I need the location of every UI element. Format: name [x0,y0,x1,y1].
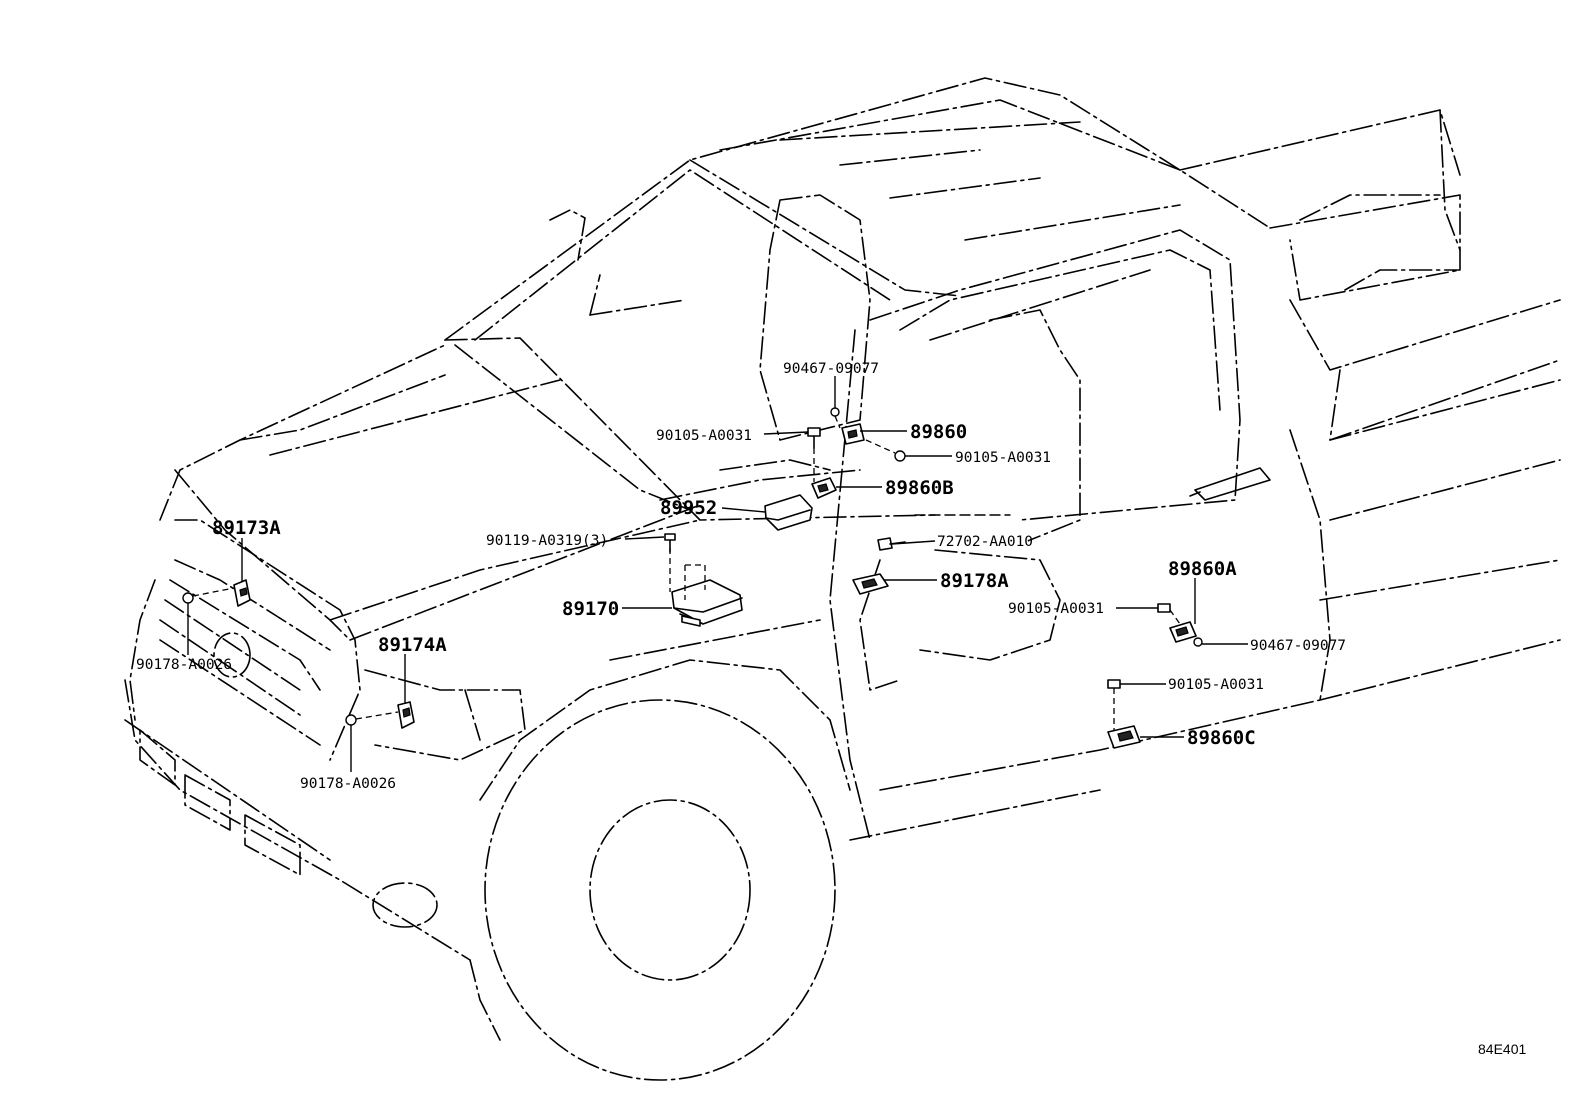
label-89860b: 89860B [885,477,954,499]
label-90467-a: 90467-09077 [783,361,879,377]
sensor-89860c [1107,679,1141,749]
label-89178a: 89178A [940,570,1009,592]
module-89952 [764,494,813,531]
bolt-90178-right [345,711,399,726]
sensor-89860 [830,407,865,445]
label-90105-b: 90105-A0031 [955,450,1051,466]
truck-body-outline [124,77,1561,1081]
sensor-89860b [811,477,837,499]
label-90467-b: 90467-09077 [1250,638,1346,654]
label-89860c: 89860C [1187,727,1256,749]
bolt-90119 [664,533,676,553]
sensor-89173a [233,579,251,607]
leader-lines [187,376,1248,772]
sensor-components [182,407,1203,749]
label-89173a: 89173A [212,517,281,539]
label-90178-left: 90178-A0026 [136,657,232,673]
label-90119: 90119-A0319(3) [486,533,608,549]
bolt-90105-b [865,439,906,462]
label-90178-right: 90178-A0026 [300,776,396,792]
bolt-90178-left [182,587,235,604]
airbag-ecu-89170 [669,548,743,627]
label-72702: 72702-AA010 [937,534,1033,550]
label-89952: 89952 [660,497,717,519]
sensor-89860a [1157,603,1203,647]
bolt-90105-a [807,427,821,482]
label-90105-a: 90105-A0031 [656,428,752,444]
sensor-89178a [852,573,889,595]
label-89860a: 89860A [1168,558,1237,580]
label-90105-d: 90105-A0031 [1168,677,1264,693]
label-90105-c: 90105-A0031 [1008,601,1104,617]
label-89170: 89170 [562,598,619,620]
label-89174a: 89174A [378,634,447,656]
part-labels: 89173A 90178-A0026 89174A 90178-A0026 89… [136,361,1526,1057]
sensor-89174a [397,701,415,729]
figure-code: 84E401 [1478,1041,1526,1057]
label-89860: 89860 [910,421,967,443]
